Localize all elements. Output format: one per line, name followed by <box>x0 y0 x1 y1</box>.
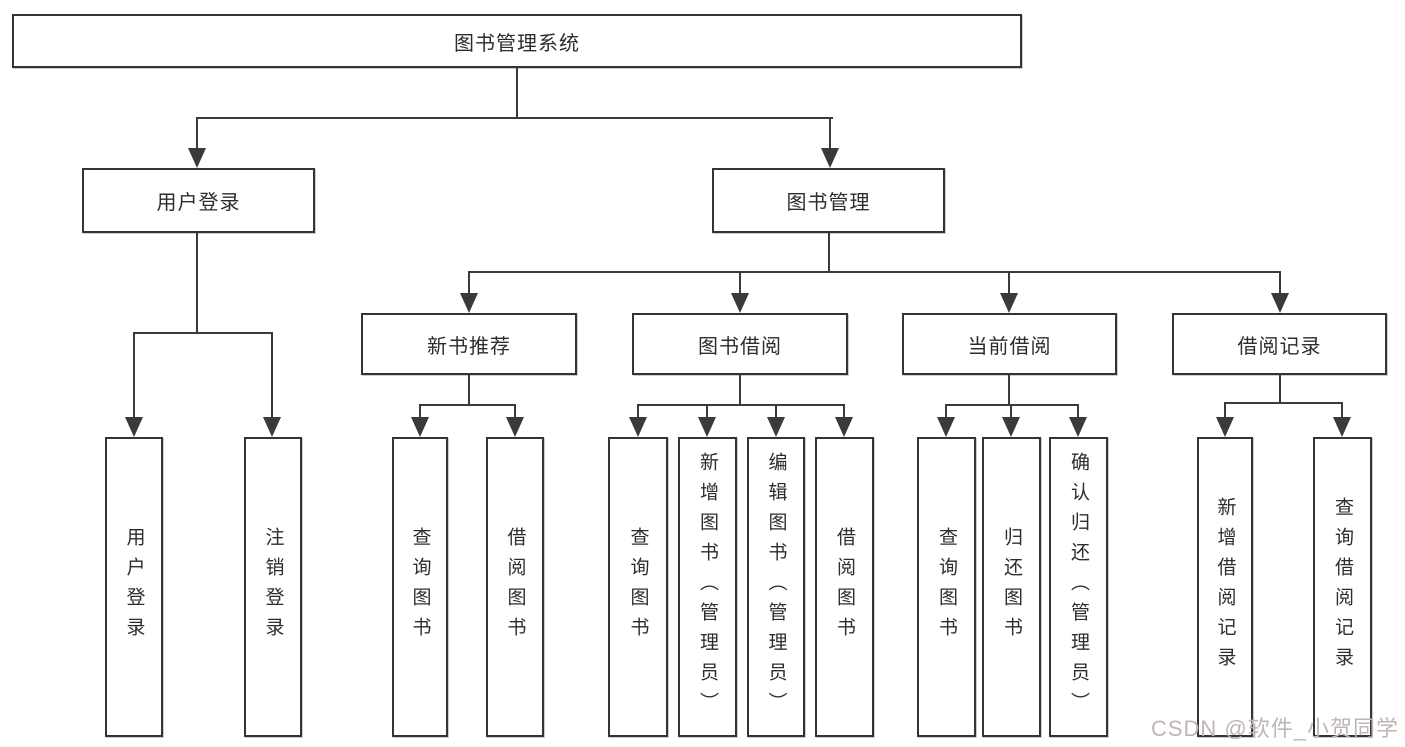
arrowhead-icon <box>698 417 716 437</box>
node-label: 用户登录 <box>123 527 145 647</box>
node-rec2-query: 查询借阅记录 <box>1313 437 1372 737</box>
node-label: 查询借阅记录 <box>1332 497 1353 677</box>
arrowhead-icon <box>937 417 955 437</box>
connector-line <box>516 68 518 118</box>
connector-line <box>843 404 845 420</box>
node-label: 查询图书 <box>409 527 431 647</box>
arrowhead-icon <box>1002 417 1020 437</box>
connector-line <box>945 404 947 420</box>
node-cur: 当前借阅 <box>902 313 1117 375</box>
connector-line <box>1279 271 1281 297</box>
arrowhead-icon <box>1271 293 1289 313</box>
node-label: 图书管理系统 <box>454 32 580 55</box>
connector-line <box>1008 271 1010 297</box>
connector-line <box>1224 402 1226 420</box>
connector-line <box>829 117 831 151</box>
node-label: 查询图书 <box>627 527 649 647</box>
connector-line <box>1077 404 1079 420</box>
node-cur-confirm: 确认归还（管理员） <box>1049 437 1108 737</box>
node-bor-add: 新增图书（管理员） <box>678 437 737 737</box>
connector-line <box>739 271 741 297</box>
connector-line <box>197 117 833 119</box>
node-label: 借阅图书 <box>834 527 855 647</box>
arrowhead-icon <box>731 293 749 313</box>
arrowhead-icon <box>821 148 839 168</box>
node-label: 确认归还（管理员） <box>1068 452 1089 722</box>
connector-line <box>419 404 421 420</box>
arrowhead-icon <box>767 417 785 437</box>
node-login: 用户登录 <box>82 168 315 233</box>
node-bor-borrow: 借阅图书 <box>815 437 874 737</box>
connector-line <box>468 375 470 405</box>
arrowhead-icon <box>411 417 429 437</box>
connector-line <box>706 404 708 420</box>
node-label: 归还图书 <box>1001 527 1022 647</box>
node-mgmt: 图书管理 <box>712 168 945 233</box>
arrowhead-icon <box>1000 293 1018 313</box>
arrowhead-icon <box>835 417 853 437</box>
connector-line <box>945 404 1079 406</box>
connector-line <box>1010 404 1012 420</box>
node-cur-return: 归还图书 <box>982 437 1041 737</box>
arrowhead-icon <box>506 417 524 437</box>
node-rec-query: 查询图书 <box>392 437 448 737</box>
node-label: 借阅图书 <box>504 527 526 647</box>
node-login-leaf: 用户登录 <box>105 437 163 737</box>
watermark: CSDN @软件_小贺同学 <box>1150 716 1399 741</box>
node-label: 查询图书 <box>936 527 957 647</box>
connector-line <box>468 271 470 297</box>
node-rec2-add: 新增借阅记录 <box>1197 437 1253 737</box>
node-rec-borrow: 借阅图书 <box>486 437 544 737</box>
connector-line <box>1279 375 1281 403</box>
node-label: 编辑图书（管理员） <box>765 452 787 722</box>
node-label: 借阅记录 <box>1237 335 1322 358</box>
connector-line <box>196 117 198 151</box>
connector-line <box>514 404 516 420</box>
arrowhead-icon <box>263 417 281 437</box>
arrowhead-icon <box>1333 417 1351 437</box>
connector-line <box>133 332 135 418</box>
node-bor-query: 查询图书 <box>608 437 668 737</box>
node-bor: 图书借阅 <box>632 313 848 375</box>
connector-line <box>637 404 639 420</box>
connector-line <box>739 375 741 405</box>
node-label: 图书管理 <box>786 192 871 214</box>
node-label: 新增图书（管理员） <box>697 452 718 722</box>
arrowhead-icon <box>629 417 647 437</box>
connector-line <box>1341 402 1343 420</box>
connector-line <box>775 404 777 420</box>
connector-line <box>468 271 1281 273</box>
connector-line <box>1008 375 1010 405</box>
arrowhead-icon <box>188 148 206 168</box>
connector-line <box>828 233 830 273</box>
arrowhead-icon <box>1216 417 1234 437</box>
arrowhead-icon <box>1069 417 1087 437</box>
node-logout-leaf: 注销登录 <box>244 437 302 737</box>
connector-line <box>133 332 273 334</box>
connector-line <box>1224 402 1343 404</box>
node-label: 注销登录 <box>262 527 284 647</box>
arrowhead-icon <box>460 293 478 313</box>
node-label: 用户登录 <box>156 192 241 214</box>
connector-line <box>271 332 273 418</box>
node-label: 新增借阅记录 <box>1214 497 1236 677</box>
connector-line <box>196 233 198 334</box>
connector-line <box>637 404 845 406</box>
node-bor-edit: 编辑图书（管理员） <box>747 437 805 737</box>
node-root: 图书管理系统 <box>12 14 1022 68</box>
node-label: 图书借阅 <box>698 335 782 358</box>
node-label: 当前借阅 <box>967 335 1052 358</box>
node-rec: 新书推荐 <box>361 313 577 375</box>
arrowhead-icon <box>125 417 143 437</box>
connector-line <box>419 404 516 406</box>
node-rec2: 借阅记录 <box>1172 313 1387 375</box>
node-cur-query: 查询图书 <box>917 437 976 737</box>
node-label: 新书推荐 <box>427 335 511 358</box>
